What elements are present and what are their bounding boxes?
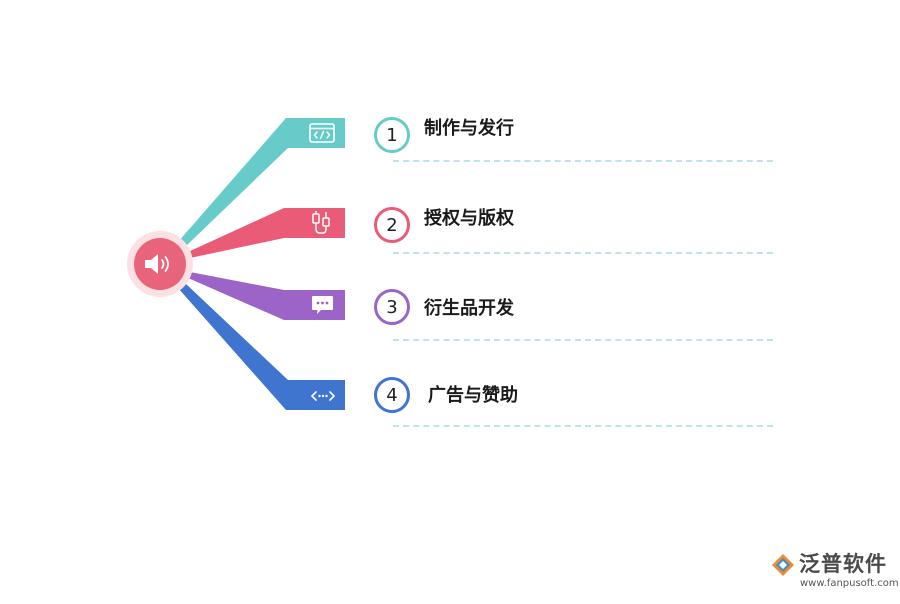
- branch-1: [178, 118, 345, 246]
- item-4-label: 广告与赞助: [428, 385, 518, 406]
- branch-2: [188, 208, 345, 258]
- item-3-divider: [393, 339, 773, 341]
- item-3-label: 衍生品开发: [424, 298, 514, 319]
- brand-logo: 泛普软件 www.fanpusoft.com: [770, 552, 899, 589]
- cable-connector-icon: [312, 211, 330, 234]
- item-2-number-badge: 2: [374, 207, 410, 243]
- item-4-number-badge: 4: [374, 377, 410, 413]
- branch-3: [188, 272, 345, 320]
- branch-1-wedge: [178, 118, 345, 246]
- branch-4: [178, 284, 345, 410]
- item-2-number: 2: [386, 214, 398, 236]
- branch-2-wedge: [188, 208, 345, 258]
- brand-url: www.fanpusoft.com: [800, 578, 899, 589]
- item-3-number-badge: 3: [374, 289, 410, 325]
- branch-3-wedge: [188, 272, 345, 320]
- brand-name: 泛普软件: [799, 552, 887, 576]
- center-hub-core: [134, 238, 186, 290]
- item-4-number: 4: [386, 384, 398, 406]
- item-3-number: 3: [386, 296, 398, 318]
- item-1-number-badge: 1: [374, 117, 410, 153]
- item-1-number: 1: [386, 124, 398, 146]
- speaker-icon: [145, 254, 169, 274]
- chat-bubble-icon: [312, 296, 333, 314]
- code-window-icon: [309, 123, 335, 143]
- brand-logo-icon: [772, 554, 794, 576]
- item-2-divider: [393, 252, 773, 254]
- item-2-label: 授权与版权: [424, 208, 514, 229]
- branch-4-wedge: [178, 284, 345, 410]
- code-arrows-icon: [311, 391, 335, 401]
- item-1-label: 制作与发行: [424, 118, 514, 139]
- item-1-divider: [393, 160, 773, 162]
- center-hub: [127, 231, 193, 297]
- item-4-divider: [393, 425, 773, 427]
